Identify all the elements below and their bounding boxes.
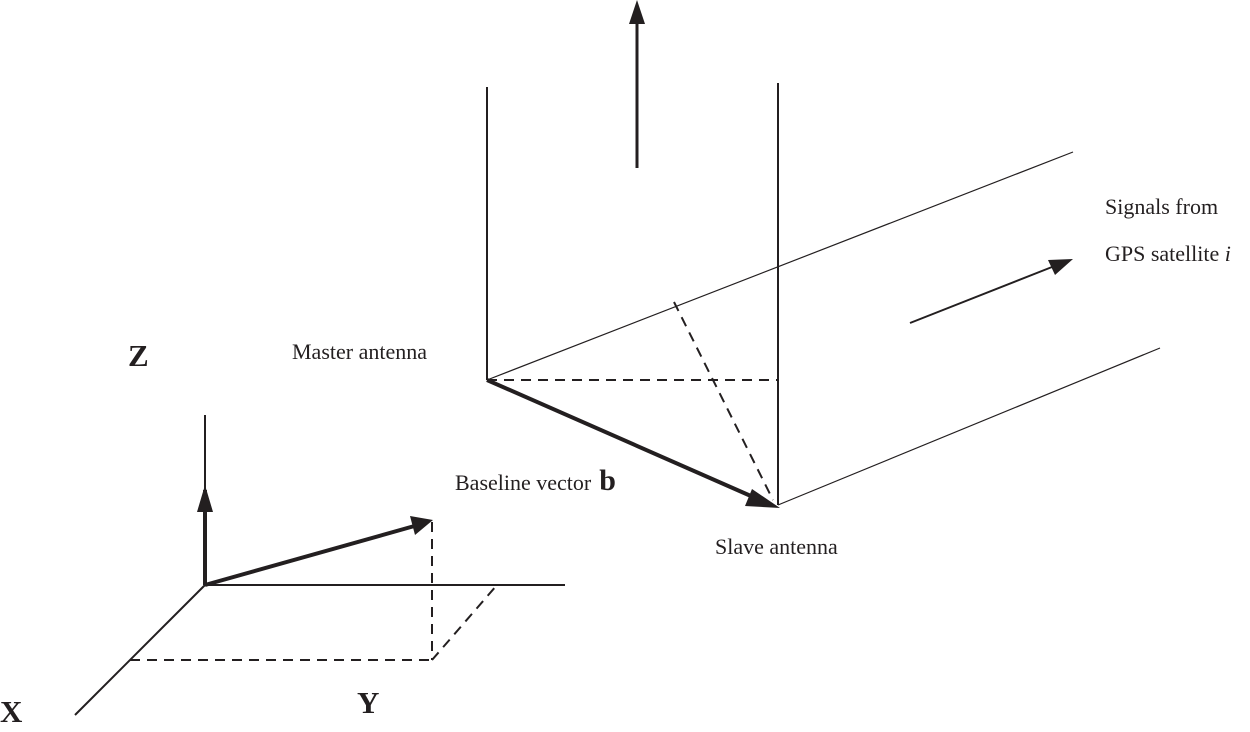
frame-vector-arrowhead	[410, 516, 433, 535]
signal-ray-master	[486, 151, 1074, 381]
x-axis-label: X	[0, 694, 23, 729]
y-axis-label: Y	[357, 685, 380, 720]
satellite-index: i	[1224, 241, 1231, 266]
baseline-vector-arrowhead	[745, 489, 780, 508]
signals-label-satellite: GPS satellite	[1105, 241, 1220, 266]
coordinate-frame	[74, 415, 565, 716]
antenna-geometry	[486, 0, 1161, 508]
frame-vector	[204, 523, 419, 587]
signals-label-line1: Signals from	[1105, 194, 1219, 219]
z-unit-arrowhead	[197, 485, 213, 512]
baseline-vector-text: Baseline vector	[455, 470, 592, 495]
x-axis-line	[74, 584, 206, 716]
baseline-vector-line	[486, 378, 761, 502]
up-arrow-head	[629, 0, 645, 24]
projection-y-dash	[431, 584, 498, 661]
signal-ray-slave	[777, 347, 1161, 506]
signal-direction-head	[1048, 259, 1073, 275]
baseline-vector-label: Baseline vector b	[455, 466, 616, 496]
signal-direction-shaft	[909, 266, 1053, 324]
z-axis-label: Z	[128, 338, 149, 373]
range-difference-dash	[673, 301, 774, 501]
slave-antenna-label: Slave antenna	[715, 534, 838, 559]
signals-label-line2: GPS satellite i	[1105, 243, 1231, 265]
baseline-symbol: b	[599, 464, 616, 497]
master-antenna-label: Master antenna	[292, 339, 427, 364]
